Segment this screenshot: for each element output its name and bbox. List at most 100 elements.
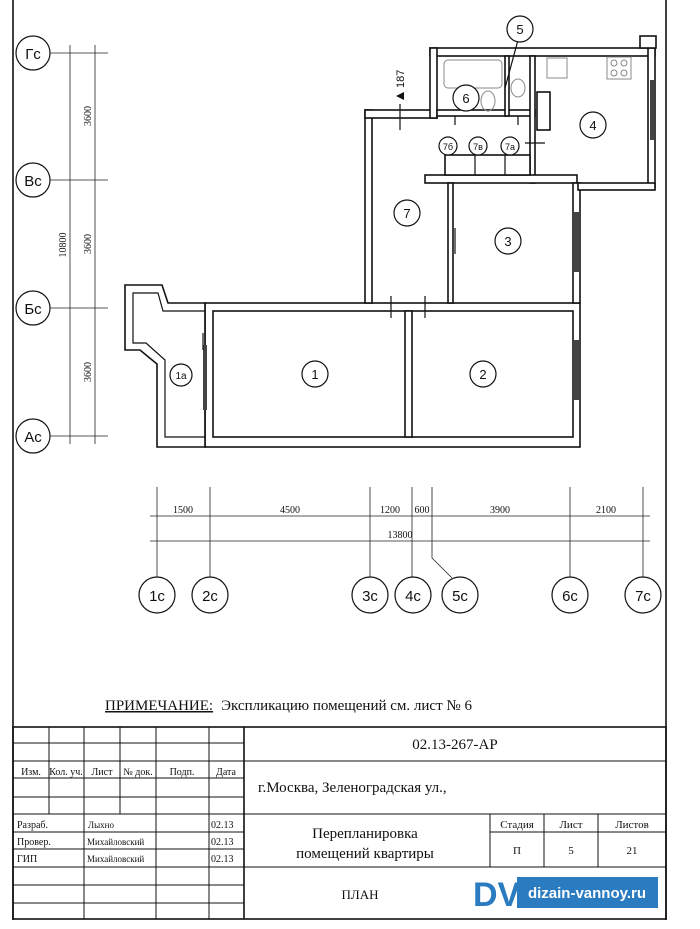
room-1a: 1а bbox=[169, 363, 193, 387]
axis-bubble-gc: Гс bbox=[15, 35, 51, 71]
signer-name: Лыхно bbox=[88, 820, 114, 830]
axis-label: 1с bbox=[149, 588, 165, 605]
room-number: 2 bbox=[479, 367, 486, 382]
signer-role: ГИП bbox=[17, 854, 37, 865]
axis-label: Гс bbox=[25, 46, 41, 63]
axis-bubble-vc: Вс bbox=[15, 162, 51, 198]
axis-bubble-2c: 2с bbox=[191, 576, 229, 614]
axis-label: Вс bbox=[24, 173, 42, 190]
washbasin-icon bbox=[480, 90, 496, 112]
axis-bubble-4c: 4с bbox=[394, 576, 432, 614]
room-2: 2 bbox=[469, 360, 497, 388]
horizontal-dimensions: 1500 4500 1200 600 3900 2100 13800 bbox=[150, 487, 650, 579]
drawing-name: ПЛАН bbox=[342, 887, 379, 902]
windows bbox=[203, 80, 654, 410]
note-text: Экспликацию помещений см. лист № 6 bbox=[221, 698, 472, 714]
dimension-segment: 3600 bbox=[83, 362, 94, 382]
axis-bubble-3c: 3с bbox=[351, 576, 389, 614]
dimension-total-vertical: 10800 bbox=[58, 233, 69, 258]
sign-date: 02.13 bbox=[211, 854, 234, 865]
sheets-label: Листов bbox=[615, 819, 649, 831]
signer-role: Провер. bbox=[17, 837, 51, 848]
axis-label: 4с bbox=[405, 588, 421, 605]
room-number: 1а bbox=[175, 371, 187, 382]
title-block: Изм. Кол. уч. Лист № док. Подп. Дата Раз… bbox=[12, 726, 667, 920]
dimension-total-horizontal: 13800 bbox=[388, 530, 413, 541]
room-6: 6 bbox=[452, 84, 480, 112]
header-doc-no: № док. bbox=[123, 767, 153, 778]
room-7b: 7б bbox=[438, 136, 458, 156]
room-number: 7б bbox=[443, 142, 453, 152]
level-mark: 187 bbox=[395, 70, 407, 88]
dimension-segment: 4500 bbox=[280, 505, 300, 516]
dimension-segment: 1200 bbox=[380, 505, 400, 516]
vertical-axes: Гс Вс Бс Ас 10800 3600 3600 3600 bbox=[15, 35, 108, 454]
address: г.Москва, Зеленоградская ул., bbox=[258, 780, 447, 796]
header-list: Лист bbox=[92, 767, 114, 778]
note: ПРИМЕЧАНИЕ: Экспликацию помещений см. лис… bbox=[105, 698, 472, 714]
room-number: 5 bbox=[516, 22, 523, 37]
room-number: 4 bbox=[589, 118, 596, 133]
axis-bubble-1c: 1с bbox=[138, 576, 176, 614]
room-5: 5 bbox=[504, 15, 534, 89]
sheet-label: Лист bbox=[559, 819, 582, 831]
dimension-segment: 1500 bbox=[173, 505, 193, 516]
dimension-segment: 3600 bbox=[83, 106, 94, 126]
room-number: 7в bbox=[473, 142, 483, 152]
axis-label: Ас bbox=[24, 429, 42, 446]
room-number: 7 bbox=[403, 206, 410, 221]
header-izm: Изм. bbox=[21, 767, 41, 778]
axis-bubble-6c: 6с bbox=[551, 576, 589, 614]
room-7: 7 bbox=[393, 199, 421, 227]
axis-label: 3с bbox=[362, 588, 378, 605]
header-kol-uch: Кол. уч. bbox=[49, 767, 83, 778]
axis-label: 2с bbox=[202, 588, 218, 605]
stage-value: П bbox=[513, 845, 521, 857]
axis-label: 5с bbox=[452, 588, 468, 605]
site-logo: DV dizain-vannoy.ru bbox=[473, 876, 658, 914]
axis-bubble-5c: 5с bbox=[441, 576, 479, 614]
room-1: 1 bbox=[301, 360, 329, 388]
room-7v: 7в bbox=[468, 136, 488, 156]
signer-role: Разраб. bbox=[17, 820, 48, 831]
stage-label: Стадия bbox=[500, 819, 534, 831]
toilet-icon bbox=[510, 78, 526, 98]
document-code: 02.13-267-АР bbox=[412, 737, 497, 753]
level-arrow-icon bbox=[396, 92, 404, 100]
bathtub-icon bbox=[443, 59, 503, 89]
dimension-segment: 3600 bbox=[83, 234, 94, 254]
axis-bubble-bc: Бс bbox=[15, 290, 51, 326]
dimension-segment: 3900 bbox=[490, 505, 510, 516]
axis-bubble-7c: 7с bbox=[624, 576, 662, 614]
walls bbox=[124, 35, 657, 448]
sign-date: 02.13 bbox=[211, 837, 234, 848]
sign-date: 02.13 bbox=[211, 820, 234, 831]
signer-name: Михайловский bbox=[87, 854, 144, 864]
axis-label: 6с bbox=[562, 588, 578, 605]
room-number: 3 bbox=[504, 234, 511, 249]
axis-label: Бс bbox=[24, 301, 42, 318]
room-3: 3 bbox=[494, 227, 522, 255]
horizontal-axes: 1с 2с 3с 4с 5с 6с 7с bbox=[138, 576, 662, 614]
dimension-segment: 2100 bbox=[596, 505, 616, 516]
note-label: ПРИМЕЧАНИЕ: bbox=[105, 698, 213, 714]
room-number: 6 bbox=[462, 91, 469, 106]
fixtures bbox=[443, 56, 632, 112]
door-marks bbox=[202, 104, 545, 350]
axis-label: 7с bbox=[635, 588, 651, 605]
sheets-value: 21 bbox=[627, 845, 638, 857]
room-number: 7а bbox=[505, 142, 515, 152]
sheet-value: 5 bbox=[568, 845, 574, 857]
kitchen-sink-icon bbox=[546, 57, 568, 79]
room-4: 4 bbox=[579, 111, 607, 139]
project-title: помещений квартиры bbox=[296, 846, 434, 862]
project-title: Перепланировка bbox=[312, 826, 418, 842]
dimension-segment: 600 bbox=[415, 505, 430, 516]
logo-mark: DV bbox=[473, 876, 521, 914]
header-signature: Подп. bbox=[170, 767, 195, 778]
axis-bubble-ac: Ас bbox=[15, 418, 51, 454]
room-7a: 7а bbox=[500, 136, 520, 156]
signer-name: Михайловский bbox=[87, 837, 144, 847]
room-number: 1 bbox=[311, 367, 318, 382]
